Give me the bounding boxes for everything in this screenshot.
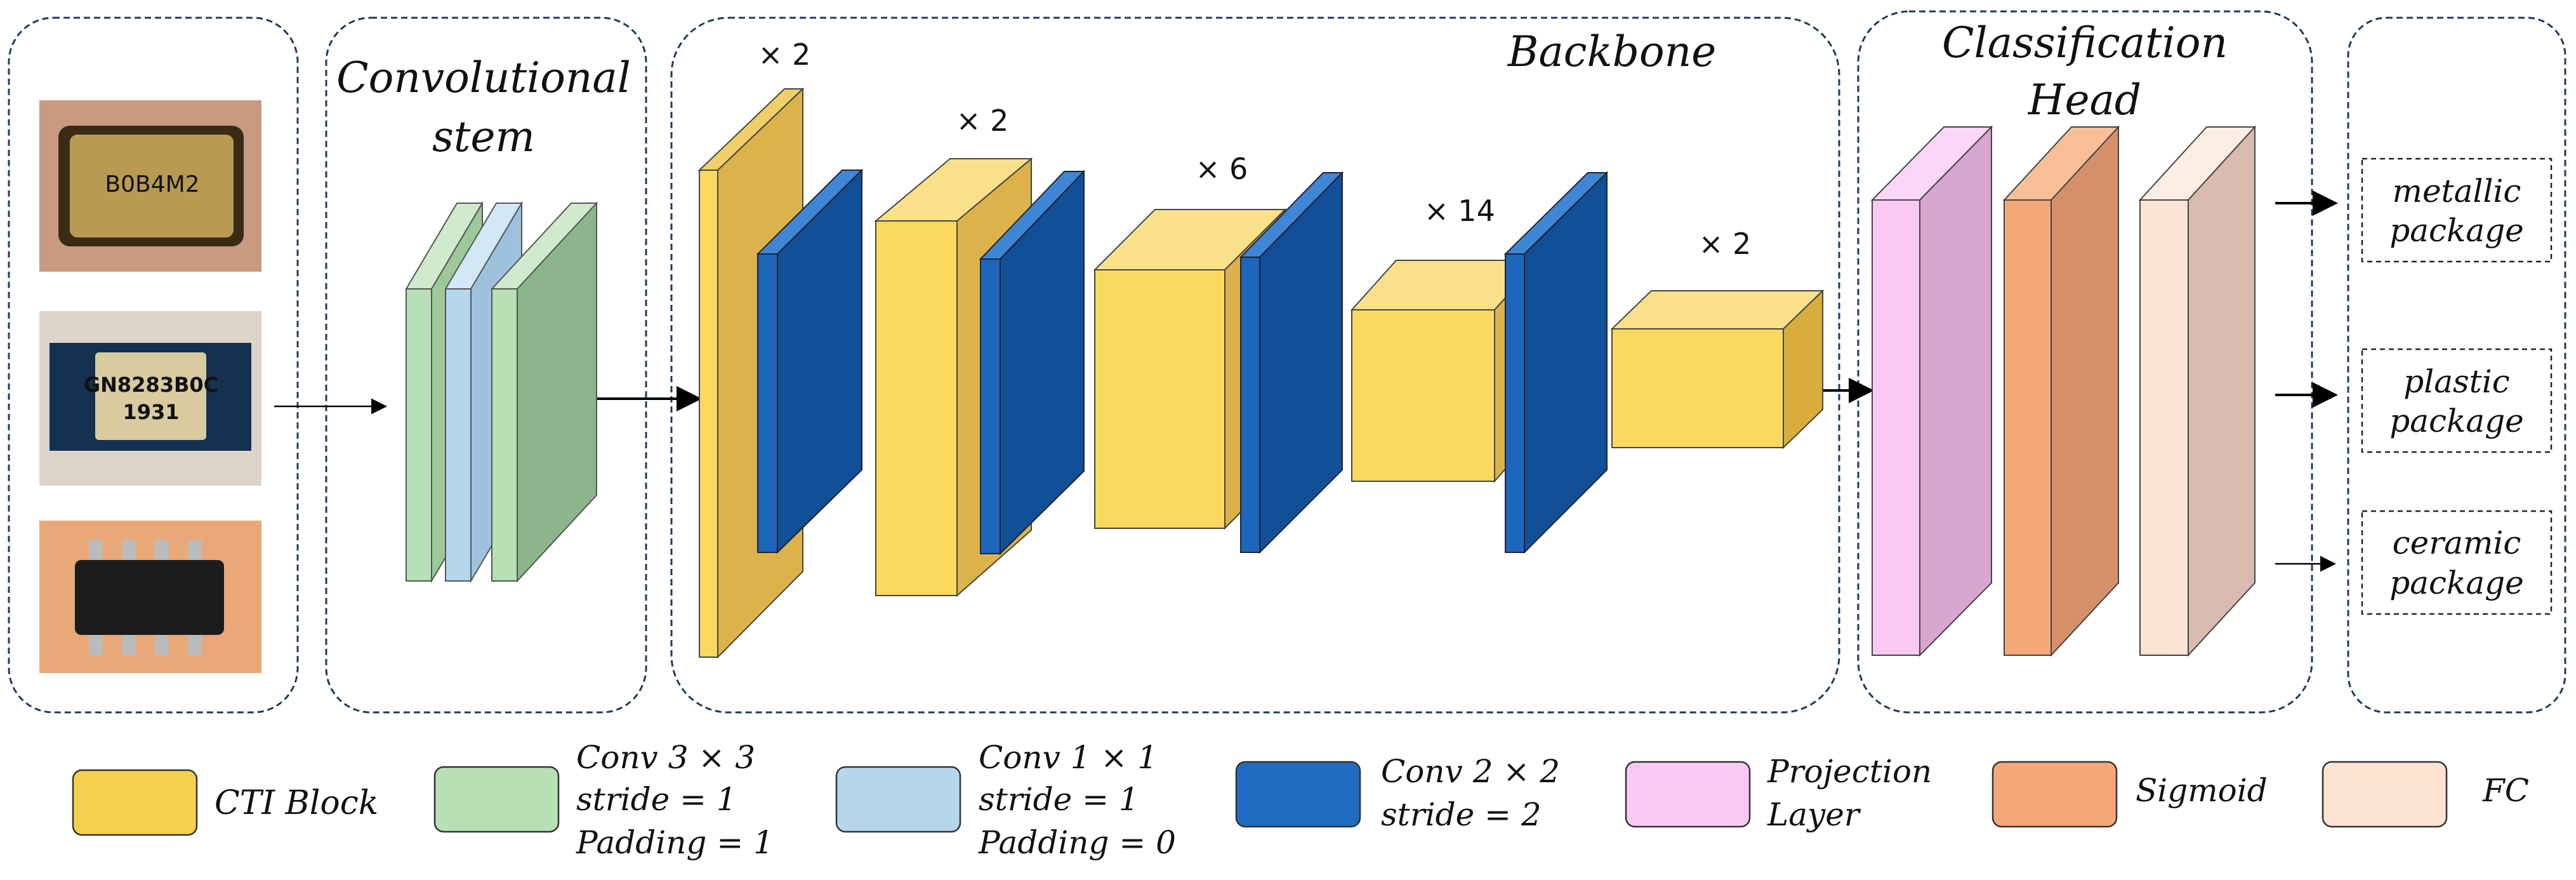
ceramic-chip-photo	[39, 521, 261, 673]
repeat-label-stage-5: × 2	[1699, 227, 1751, 261]
repeat-label-stage-2: × 2	[956, 103, 1008, 138]
backbone-stage-3-conv2x2	[1239, 171, 1344, 554]
legend-label-conv1x1-line2: stride = 1	[979, 781, 1139, 818]
output-metallic-line2: package	[2389, 212, 2524, 249]
classification-head-group	[1857, 10, 2313, 714]
output-metallic-package: metallic package	[2361, 157, 2553, 263]
backbone-stage-5-cti-block	[1610, 289, 1825, 450]
plastic-chip-photo: GN8283B0C 1931	[39, 311, 261, 486]
legend-label-cti-block: CTI Block	[215, 784, 378, 822]
head-title-line2: Head	[2028, 76, 2141, 124]
sigmoid-layer-slab	[2002, 125, 2120, 657]
legend-label-projection-line1: Projection	[1767, 753, 1932, 790]
legend-label-conv1x1-line1: Conv 1 × 1	[979, 739, 1158, 776]
stem-title-line2: stem	[432, 112, 535, 161]
input-images-group	[8, 17, 299, 714]
legend-label-conv1x1-line3: Padding = 0	[978, 824, 1176, 861]
output-ceramic-package: ceramic package	[2361, 510, 2553, 615]
output-ceramic-line2: package	[2389, 564, 2524, 601]
legend-label-sigmoid: Sigmoid	[2136, 772, 2268, 809]
legend-item-sigmoid: Sigmoid	[1991, 761, 2268, 828]
legend-label-conv3x3-line2: stride = 1	[576, 781, 737, 818]
metallic-chip-marking: B0B4M2	[105, 171, 199, 197]
fc-layer-slab	[2138, 125, 2257, 657]
legend-item-conv2x2: Conv 2 × 2 stride = 2	[1235, 753, 1560, 833]
backbone-group	[670, 17, 1840, 714]
backbone-stage-1-conv2x2	[756, 168, 864, 554]
legend-label-conv2x2-line1: Conv 2 × 2	[1381, 753, 1560, 790]
legend-item-cti-block: CTI Block	[72, 769, 378, 836]
stem-conv3x3-layer-2	[490, 201, 598, 583]
legend-label-conv2x2-line2: stride = 2	[1381, 796, 1542, 833]
outputs-group	[2347, 17, 2566, 714]
output-metallic-line1: metallic	[2393, 173, 2521, 210]
output-ceramic-line1: ceramic	[2393, 524, 2521, 561]
projection-layer-slab	[1870, 125, 1993, 657]
legend-item-projection-layer: Projection Layer	[1625, 753, 1932, 833]
backbone-stage-2-conv2x2	[979, 170, 1086, 556]
repeat-label-stage-3: × 6	[1196, 152, 1248, 186]
legend-item-fc: FC	[2322, 761, 2529, 828]
legend: CTI Block Conv 3 × 3 stride = 1 Padding …	[72, 739, 2529, 861]
legend-label-conv3x3-line1: Conv 3 × 3	[576, 739, 755, 776]
repeat-label-stage-1: × 2	[758, 37, 810, 72]
repeat-label-stage-4: × 14	[1424, 194, 1495, 228]
legend-label-projection-line2: Layer	[1767, 796, 1861, 833]
convolutional-stem-group	[325, 17, 647, 714]
legend-item-conv3x3: Conv 3 × 3 stride = 1 Padding = 1	[433, 739, 774, 861]
output-plastic-line2: package	[2389, 403, 2524, 439]
output-plastic-package: plastic package	[2361, 348, 2553, 453]
stem-title-line1: Convolutional	[336, 53, 631, 102]
legend-item-conv1x1: Conv 1 × 1 stride = 1 Padding = 0	[835, 739, 1176, 861]
metallic-chip-photo: B0B4M2	[39, 100, 261, 272]
legend-label-fc: FC	[2482, 772, 2529, 809]
backbone-stage-4-conv2x2	[1503, 171, 1609, 554]
backbone-title: Backbone	[1507, 27, 1716, 76]
plastic-chip-marking-2: 1931	[122, 400, 179, 424]
plastic-chip-marking-1: GN8283B0C	[84, 373, 218, 397]
output-plastic-line1: plastic	[2403, 363, 2510, 400]
legend-label-conv3x3-line3: Padding = 1	[576, 824, 774, 861]
head-title-line1: Classification	[1942, 18, 2228, 67]
